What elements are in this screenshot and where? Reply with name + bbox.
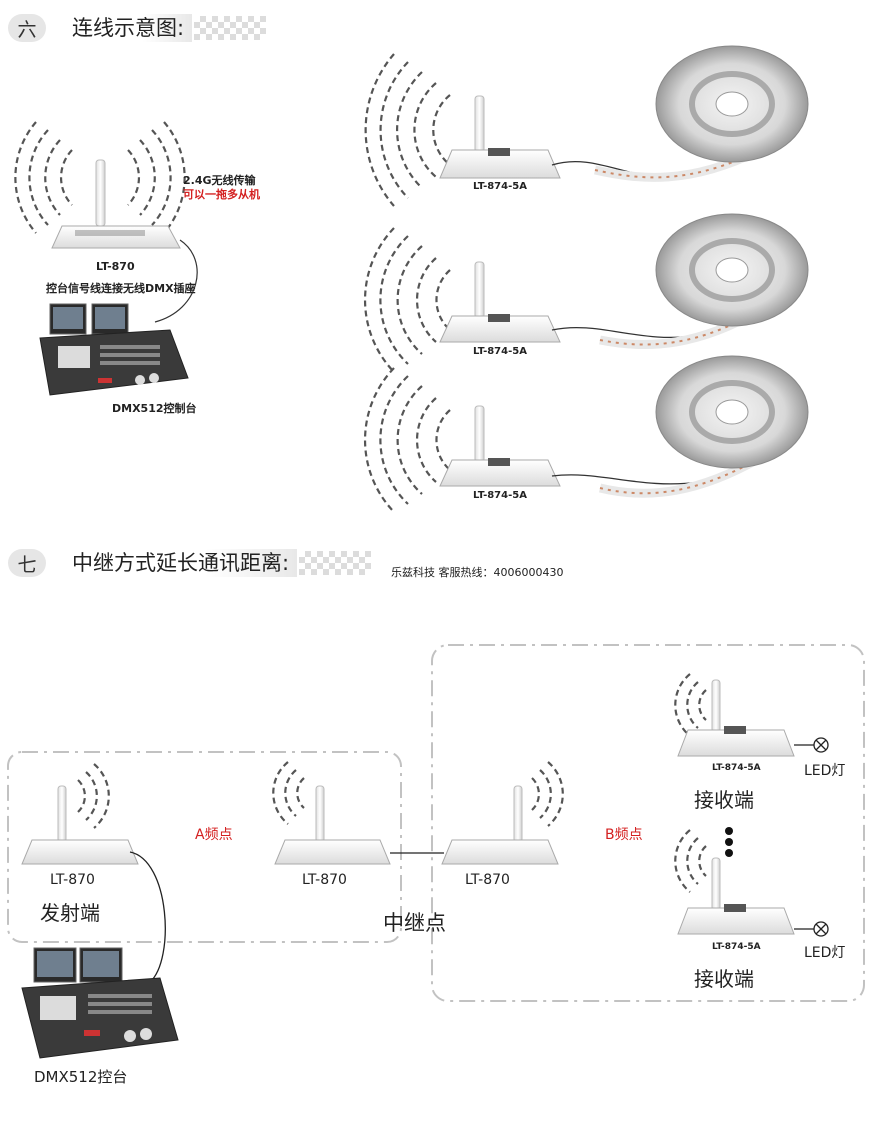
receiver-1-model-label: LT-874-5A (712, 763, 761, 773)
relay-a-model-label: LT-870 (302, 872, 347, 888)
receiver-row-1 (364, 45, 809, 207)
bottom-console-label: DMX512控台 (34, 1068, 128, 1086)
tx-role-label: 发射端 (40, 901, 100, 925)
hotline-text: 乐兹科技 客服热线：4006000430 (391, 566, 564, 579)
section-7-header: 七 中继方式延长通讯距离: (8, 549, 372, 577)
receiver-label: LT-874-5A (473, 346, 527, 357)
top-tx-description: 控台信号线连接无线DMX插座 (46, 282, 196, 295)
wireless-waves-icon (364, 227, 451, 373)
dmx-cable (154, 239, 198, 323)
section-7-number: 七 (8, 549, 46, 577)
lt-870-relay-a (272, 761, 391, 865)
lt-870-relay-b (441, 761, 564, 865)
receiver-row-3 (364, 355, 809, 513)
frequency-a-group (7, 751, 402, 943)
lt-874-5a-receiver-1 (674, 673, 829, 757)
wireless-title: 2.4G无线传输 (183, 174, 256, 187)
receiver-2-role-label: 接收端 (694, 967, 754, 991)
wireless-subtitle: 可以一拖多从机 (183, 188, 260, 201)
frequency-a-label: A频点 (195, 827, 233, 843)
lt-870-transmitter (21, 763, 139, 865)
wireless-waves-icon (364, 367, 451, 513)
section-6-title: 连线示意图: (68, 14, 193, 42)
frequency-b-group (431, 644, 865, 1002)
receiver-row-2 (364, 213, 809, 373)
led-1-label: LED灯 (804, 763, 846, 779)
lt-874-5a-receiver-2 (674, 829, 829, 937)
led-lamp-icon (813, 921, 829, 937)
receiver-1-role-label: 接收端 (694, 788, 754, 812)
top-console-label: DMX512控制台 (112, 402, 197, 415)
section-6-number: 六 (8, 14, 46, 42)
tx-model-label: LT-870 (50, 872, 95, 888)
wireless-waves-icon (14, 121, 186, 234)
dmx-cable (129, 851, 166, 983)
wireless-waves-icon (674, 673, 707, 737)
receiver-label: LT-874-5A (473, 490, 527, 501)
wireless-waves-icon (272, 761, 305, 825)
wireless-waves-icon (674, 829, 707, 893)
frequency-b-label: B频点 (605, 827, 643, 843)
header-pattern (299, 551, 372, 575)
relay-b-model-label: LT-870 (465, 872, 510, 888)
more-receivers-dots-icon (725, 827, 733, 857)
section-6-header: 六 连线示意图: (8, 14, 267, 42)
header-pattern (194, 16, 267, 40)
led-lamp-icon (813, 737, 829, 753)
wireless-waves-icon (364, 53, 451, 207)
receiver-label: LT-874-5A (473, 181, 527, 192)
dmx-console-icon-bottom (21, 947, 179, 1059)
top-tx-label: LT-870 (96, 260, 135, 273)
receiver-2-model-label: LT-874-5A (712, 942, 761, 952)
led-2-label: LED灯 (804, 945, 846, 961)
wireless-waves-icon (77, 763, 110, 829)
dmx-console-icon-top (39, 303, 189, 396)
wireless-waves-icon (531, 761, 564, 827)
section-7-title: 中继方式延长通讯距离: (68, 549, 298, 577)
lt-870-transmitter-top (51, 159, 181, 249)
relay-point-label: 中继点 (383, 911, 446, 935)
